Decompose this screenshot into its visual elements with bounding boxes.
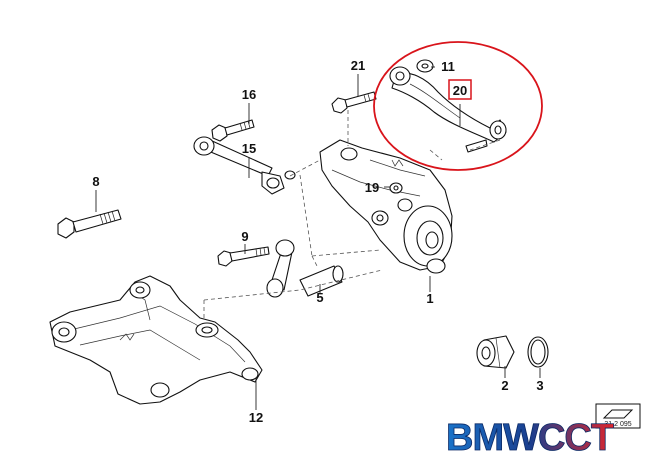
- self-locking-nut-11-drawing: [416, 59, 434, 73]
- hex-bolt-21-drawing: [331, 91, 377, 114]
- retaining-ring-3-drawing: [527, 336, 549, 368]
- label-part-2: 2: [501, 378, 508, 393]
- label-part-20: 20: [453, 83, 467, 98]
- label-part-5: 5: [316, 290, 323, 305]
- label-part-15: 15: [242, 141, 256, 156]
- rear-axle-carrier-drawing: [49, 275, 263, 405]
- label-part-12: 8: [92, 174, 99, 189]
- rubber-mount-2-drawing: [476, 335, 515, 369]
- hex-bolt-16-drawing: [211, 119, 255, 142]
- reference-code-box: 31 2 095: [595, 403, 641, 429]
- label-part-16: 16: [242, 87, 256, 102]
- label-part-11: 11: [441, 59, 455, 74]
- wishbone-20-drawing: [389, 66, 507, 143]
- label-part-9: 12: [249, 410, 263, 425]
- hex-bolt-8-drawing: [217, 246, 270, 267]
- wheel-carrier-1-drawing: [319, 139, 453, 274]
- part-labels: 8 16 15 21 11 20 19 9 5 1 12 2 3: [92, 58, 543, 425]
- label-part-19: 19: [365, 180, 379, 195]
- control-arm-15-drawing: [193, 136, 296, 195]
- label-part-1: 1: [426, 291, 433, 306]
- label-part-8: 9: [241, 229, 248, 244]
- label-part-3: 3: [536, 378, 543, 393]
- spacer-sleeve-5-drawing: [299, 265, 344, 297]
- watermark-text: BMWCCT: [446, 417, 614, 457]
- hex-bolt-12-drawing: [57, 209, 122, 239]
- leader-lines: [95, 66, 541, 410]
- reference-code: 31 2 095: [604, 421, 631, 428]
- assembly-lines: [203, 110, 501, 320]
- label-part-20-box: 20: [448, 79, 472, 100]
- link-arm-drawing: [266, 239, 295, 298]
- label-part-21: 21: [351, 58, 365, 73]
- self-locking-nut-19-drawing: [389, 182, 403, 194]
- highlight-ellipse: [373, 41, 543, 171]
- stud-drawing: [465, 139, 488, 153]
